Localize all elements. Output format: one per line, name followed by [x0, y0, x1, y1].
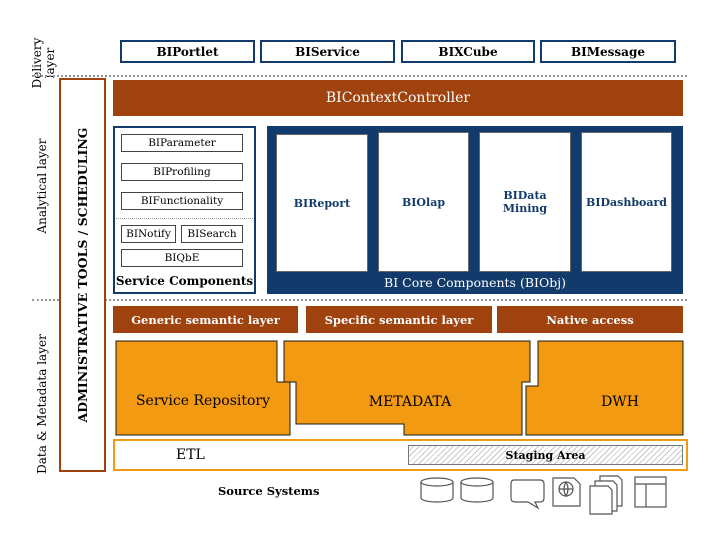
biservice-box: BIService: [260, 40, 395, 63]
service-divider: [116, 218, 253, 219]
delivery-separator: [32, 75, 687, 77]
dwh-label: DWH: [601, 394, 639, 410]
biportlet-box: BIPortlet: [120, 40, 255, 63]
database-icon: [420, 477, 454, 503]
document-stack-icon: [589, 475, 623, 515]
staging-area: Staging Area: [408, 445, 683, 465]
biqbe-box: BIQbE: [121, 249, 243, 267]
biprofiling-box: BIProfiling: [121, 163, 243, 181]
speech-bubble-icon: [510, 479, 545, 510]
bidata-mining-panel: BIData Mining: [479, 132, 571, 272]
core-components-title: BI Core Components (BIObj): [384, 274, 566, 290]
dwh-block: [525, 340, 684, 436]
generic-semantic-layer: Generic semantic layer: [113, 306, 298, 333]
bifunctionality-box: BIFunctionality: [121, 192, 243, 210]
specific-semantic-layer: Specific semantic layer: [306, 306, 492, 333]
service-repository-label: Service Repository: [135, 393, 271, 409]
binotify-box: BINotify: [121, 225, 176, 243]
bireport-panel: BIReport: [276, 134, 368, 272]
database-icon: [460, 477, 494, 503]
metadata-label: METADATA: [368, 394, 452, 410]
bimessage-box: BIMessage: [540, 40, 676, 63]
metadata-block: [283, 340, 531, 436]
bidashboard-panel: BIDashboard: [581, 132, 672, 272]
window-icon: [634, 476, 667, 508]
bisearch-box: BISearch: [181, 225, 243, 243]
admin-tools-bar: [59, 78, 106, 472]
globe-document-icon: [552, 477, 581, 507]
biparameter-box: BIParameter: [121, 134, 243, 152]
source-systems-label: Source Systems: [218, 484, 320, 498]
analytical-separator: [32, 299, 687, 301]
biolap-panel: BIOlap: [378, 132, 469, 272]
bixcube-box: BIXCube: [401, 40, 535, 63]
service-components-title: Service Components: [115, 274, 254, 288]
native-access-layer: Native access: [497, 306, 683, 333]
context-controller-bar: BIContextController: [113, 80, 683, 116]
etl-label: ETL: [176, 447, 205, 463]
